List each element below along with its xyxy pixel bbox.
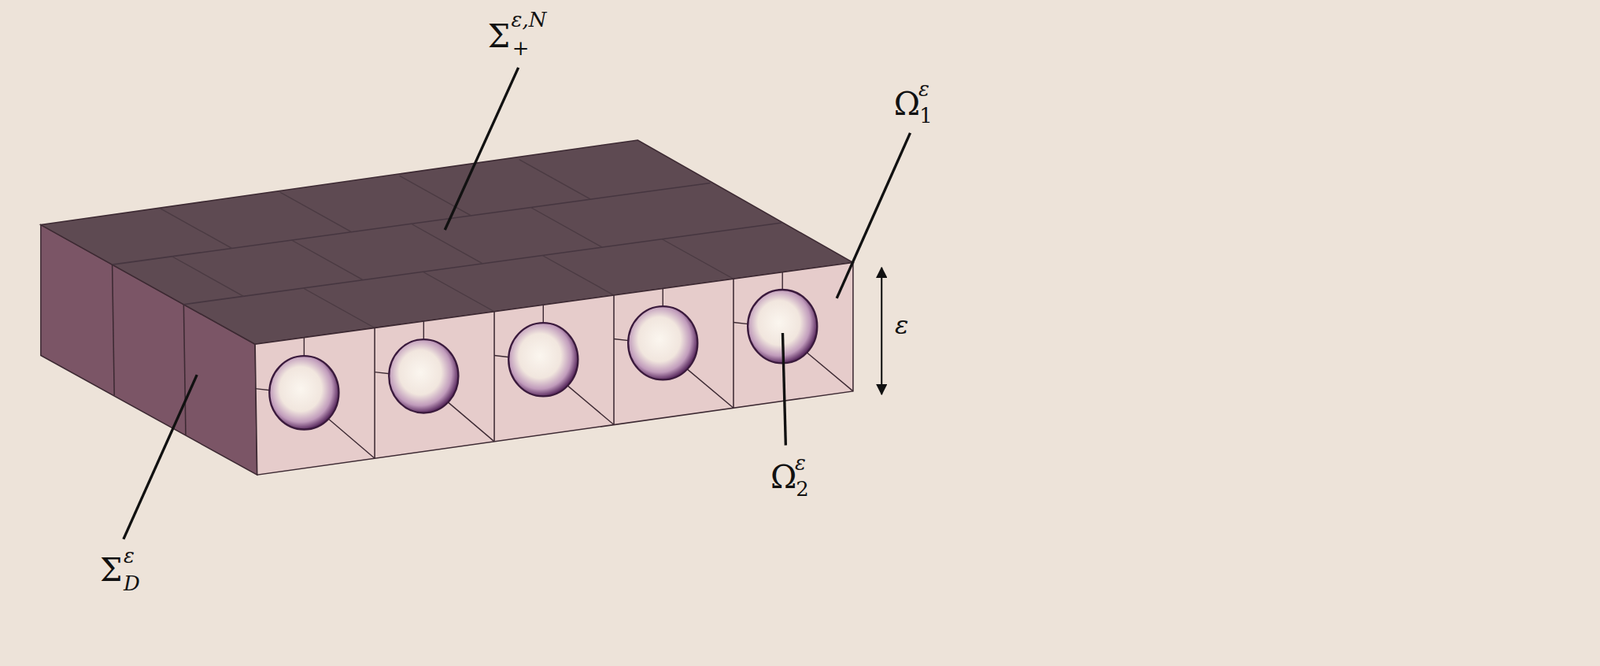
cell-wall xyxy=(493,311,496,442)
inclusion-circle xyxy=(388,339,459,413)
cell-wall xyxy=(732,278,735,408)
seam-line xyxy=(112,264,115,396)
inclusion-circle xyxy=(269,355,339,429)
symbol-subscript: + xyxy=(512,38,530,60)
cell-wall xyxy=(373,328,376,459)
seam-line xyxy=(291,240,364,281)
symbol-base: Σ xyxy=(99,554,122,586)
cell-wall xyxy=(613,295,615,425)
leader-line xyxy=(444,67,518,230)
cell-edge xyxy=(326,417,375,459)
cell-edge xyxy=(685,367,734,408)
symbol-subscript: 2 xyxy=(795,479,810,500)
inclusion-circle xyxy=(508,322,578,396)
seam-line xyxy=(183,304,186,436)
cell-edge xyxy=(565,384,614,425)
symbol-base: Σ xyxy=(487,20,510,52)
symbol-superscript: ε xyxy=(918,79,930,100)
symbol-superscript: ε xyxy=(794,453,806,474)
leader-line xyxy=(123,374,197,540)
seam-line xyxy=(542,254,614,296)
dimension-arrow xyxy=(880,267,883,395)
leader-line xyxy=(782,332,786,446)
seam-line xyxy=(172,256,244,297)
symbol-base: Ω xyxy=(894,88,921,120)
symbol-subscript: D xyxy=(123,573,141,595)
thickness-label: ε xyxy=(894,312,909,338)
symbol-subscript: 1 xyxy=(919,106,933,127)
symbol-base: Ω xyxy=(770,461,797,493)
cell-edge xyxy=(446,400,495,442)
seam-line xyxy=(422,271,495,312)
inclusion-circle xyxy=(628,306,698,380)
symbol-superscript: ε,N xyxy=(511,10,547,31)
seam-line xyxy=(411,223,484,264)
seam-line xyxy=(160,208,233,249)
front-face xyxy=(254,262,854,476)
seam-line xyxy=(661,239,734,280)
seam-line xyxy=(519,159,592,200)
cell-edge xyxy=(805,351,854,392)
symbol-superscript: ε xyxy=(123,546,135,567)
periodic-cells xyxy=(254,272,854,459)
seam-line xyxy=(530,207,603,248)
seam-line xyxy=(303,288,375,329)
seam-line xyxy=(112,182,711,265)
seam-line xyxy=(280,192,352,233)
leader-line xyxy=(836,133,910,299)
